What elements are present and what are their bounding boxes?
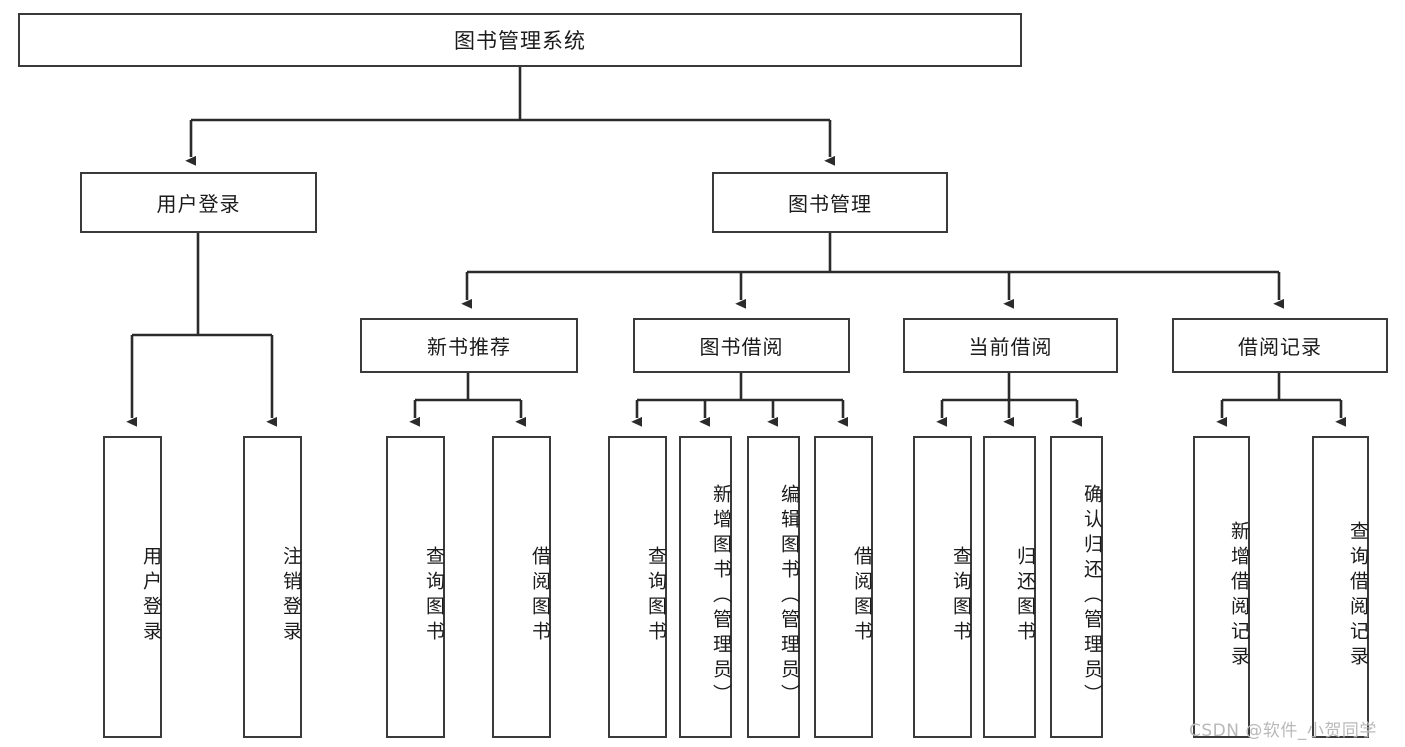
leaf-user-login[interactable]: 用户登录 bbox=[103, 436, 162, 738]
leaf-borrow-book-recommend[interactable]: 借阅图书 bbox=[492, 436, 551, 738]
leaf-edit-book-admin-label: 编辑图书（管理员） bbox=[778, 483, 800, 709]
node-book-borrow-label: 图书借阅 bbox=[699, 335, 784, 359]
node-book-management[interactable]: 图书管理 bbox=[712, 172, 948, 233]
leaf-query-borrow-record[interactable]: 查询借阅记录 bbox=[1312, 436, 1369, 738]
leaf-add-book-admin[interactable]: 新增图书（管理员） bbox=[679, 436, 732, 738]
leaf-add-borrow-record[interactable]: 新增借阅记录 bbox=[1193, 436, 1250, 738]
leaf-confirm-return-admin[interactable]: 确认归还（管理员） bbox=[1050, 436, 1103, 738]
leaf-query-borrow-record-label: 查询借阅记录 bbox=[1347, 521, 1369, 671]
node-borrow-record-label: 借阅记录 bbox=[1238, 335, 1322, 359]
node-borrow-record[interactable]: 借阅记录 bbox=[1172, 318, 1388, 373]
leaf-query-book-current[interactable]: 查询图书 bbox=[913, 436, 972, 738]
node-current-borrow[interactable]: 当前借阅 bbox=[903, 318, 1118, 373]
leaf-query-book-borrow[interactable]: 查询图书 bbox=[608, 436, 667, 738]
leaf-borrow-book[interactable]: 借阅图书 bbox=[814, 436, 873, 738]
node-user-login[interactable]: 用户登录 bbox=[80, 172, 317, 233]
node-book-borrow[interactable]: 图书借阅 bbox=[633, 318, 850, 373]
leaf-query-book-borrow-label: 查询图书 bbox=[645, 546, 667, 646]
leaf-confirm-return-admin-label: 确认归还（管理员） bbox=[1081, 483, 1103, 709]
leaf-query-book-recommend[interactable]: 查询图书 bbox=[386, 436, 445, 738]
leaf-logout-label: 注销登录 bbox=[280, 546, 302, 646]
node-root-label: 图书管理系统 bbox=[454, 29, 586, 53]
leaf-query-book-recommend-label: 查询图书 bbox=[423, 546, 445, 646]
csdn-watermark: CSDN @软件_小贺同学 bbox=[1189, 721, 1377, 741]
leaf-borrow-book-recommend-label: 借阅图书 bbox=[529, 546, 551, 646]
leaf-logout[interactable]: 注销登录 bbox=[243, 436, 302, 738]
leaf-return-book-label: 归还图书 bbox=[1014, 546, 1036, 646]
node-current-borrow-label: 当前借阅 bbox=[968, 335, 1053, 359]
leaf-add-book-admin-label: 新增图书（管理员） bbox=[710, 483, 732, 709]
leaf-add-borrow-record-label: 新增借阅记录 bbox=[1228, 521, 1250, 671]
node-root-system[interactable]: 图书管理系统 bbox=[18, 13, 1022, 67]
leaf-return-book[interactable]: 归还图书 bbox=[983, 436, 1036, 738]
node-user-login-label: 用户登录 bbox=[156, 192, 241, 216]
node-new-book-recommend[interactable]: 新书推荐 bbox=[360, 318, 578, 373]
leaf-query-book-current-label: 查询图书 bbox=[950, 546, 972, 646]
leaf-edit-book-admin[interactable]: 编辑图书（管理员） bbox=[747, 436, 800, 738]
node-new-book-recommend-label: 新书推荐 bbox=[427, 335, 511, 359]
leaf-user-login-label: 用户登录 bbox=[140, 546, 162, 646]
leaf-borrow-book-label: 借阅图书 bbox=[851, 546, 873, 646]
node-book-management-label: 图书管理 bbox=[788, 192, 872, 216]
